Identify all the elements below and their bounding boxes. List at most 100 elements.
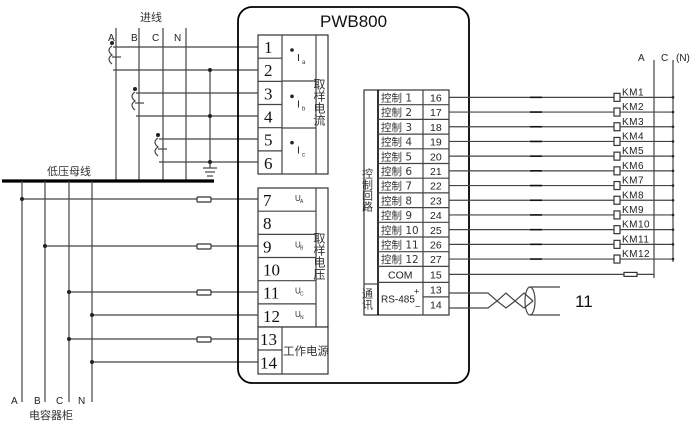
control-terminal-25: 25 — [430, 225, 442, 237]
control-supply-lines: A C (N) — [638, 53, 690, 278]
voltage-channel-symbol: U — [295, 240, 301, 249]
com-fuse-icon — [623, 271, 638, 277]
control-terminal-15: 15 — [430, 269, 442, 281]
current-channel-symbol: I — [297, 98, 300, 110]
contactor-label-KM6: KM6 — [622, 161, 644, 172]
junction-dot — [671, 184, 675, 187]
contactor-label-KM9: KM9 — [622, 205, 644, 216]
contactor-coil-icon — [613, 107, 621, 117]
cap-phase-c: C — [56, 396, 63, 407]
rs485-label: RS-485 — [381, 294, 415, 305]
terminal-14: 14 — [260, 354, 278, 373]
capacitor-cabinet-label: 电容器柜 — [29, 408, 73, 422]
polarity-dot — [290, 94, 294, 99]
contactor-coil-icon — [613, 92, 621, 102]
control-terminal-19: 19 — [430, 137, 442, 149]
power-supply-block: 工作电源 — [257, 326, 329, 375]
junction-dot — [671, 169, 675, 173]
device-enclosure — [237, 6, 470, 384]
junction-dot — [671, 125, 675, 129]
polarity-dot — [290, 140, 294, 145]
junction-dot — [671, 198, 675, 202]
terminal-5: 5 — [264, 131, 273, 150]
terminal-1: 1 — [264, 38, 273, 57]
incoming-phase-a: A — [108, 33, 115, 44]
terminal-3: 3 — [264, 84, 273, 103]
contactor-coil-icon — [613, 151, 621, 161]
contactor-label-KM5: KM5 — [622, 146, 644, 157]
contactor-coil-icon — [613, 180, 621, 191]
contactor-label-KM10: KM10 — [622, 220, 650, 231]
incoming-phase-c: C — [152, 33, 159, 44]
incoming-phase-b: B — [131, 33, 138, 44]
junction-dot — [671, 213, 675, 217]
current-channel-sub: b — [302, 106, 306, 112]
polarity-dot — [290, 48, 294, 52]
cap-phase-a: A — [11, 396, 18, 407]
junction-dot — [671, 110, 675, 114]
current-channel-symbol: I — [297, 52, 300, 64]
fuse-icons — [196, 196, 212, 343]
junction-dot — [671, 243, 675, 246]
control-row-name: 控制 5 — [381, 150, 412, 163]
cable-label: 11 — [575, 292, 593, 311]
terminal-7: 7 — [263, 191, 272, 210]
control-row-name: 控制 6 — [381, 165, 412, 178]
contactor-coil-icon — [613, 225, 621, 235]
communication-label: 通讯 — [361, 288, 374, 311]
contactor-label-KM7: KM7 — [622, 176, 644, 187]
contactor-label-KM8: KM8 — [622, 190, 644, 201]
current-sampling-label: 取样电流 — [312, 78, 326, 126]
comm-terminal-13: 13 — [430, 284, 442, 296]
contactor-label-KM2: KM2 — [622, 102, 644, 113]
contactor-coil-icon — [613, 254, 621, 264]
contactor-coil-icon — [613, 166, 621, 176]
control-terminal-26: 26 — [430, 240, 442, 252]
incoming-phase-lines — [115, 28, 187, 182]
contactor-label-KM12: KM12 — [622, 249, 650, 260]
capacitor-phase-labels: A B C N — [11, 396, 85, 407]
control-terminal-17: 17 — [430, 107, 442, 119]
terminal-9: 9 — [263, 237, 272, 256]
voltage-channel-sub: B — [300, 245, 304, 251]
contactor-label-KM3: KM3 — [622, 117, 644, 128]
control-row-name: 控制 12 — [381, 253, 419, 266]
cap-phase-n: N — [78, 396, 85, 407]
rs485-cable: 11 — [449, 286, 593, 316]
voltage-channel-sub: C — [300, 292, 304, 298]
control-phase-a: A — [638, 53, 645, 64]
control-row-name: 控制 1 — [381, 92, 412, 105]
terminal-10: 10 — [263, 261, 280, 280]
current-transformer-c — [154, 133, 167, 157]
voltage-sampling-wires — [20, 197, 258, 364]
rs485-minus: − — [415, 301, 420, 311]
incoming-phase-labels: A B C N — [108, 33, 181, 44]
control-terminal-27: 27 — [430, 254, 442, 266]
control-row-name: 控制 7 — [381, 180, 412, 193]
contactor-coil-icon — [613, 195, 621, 205]
contactor-label-KM1: KM1 — [622, 87, 644, 98]
junction-dot — [671, 257, 675, 261]
terminal-6: 6 — [264, 154, 273, 173]
control-row-name: 控制 8 — [381, 194, 412, 207]
current-transformer-b — [131, 87, 144, 111]
terminal-2: 2 — [264, 61, 273, 80]
contactor-coil-icon — [613, 210, 621, 220]
com-label: COM — [388, 269, 413, 281]
junction-dot — [671, 96, 675, 99]
contactor-label-KM4: KM4 — [622, 131, 644, 142]
control-row-name: 控制 11 — [381, 239, 419, 252]
control-terminal-16: 16 — [430, 93, 442, 105]
control-row-name: 控制 10 — [381, 224, 419, 237]
device-title: PWB800 — [320, 12, 387, 31]
terminal-13: 13 — [260, 330, 277, 349]
incoming-label: 进线 — [140, 10, 162, 24]
control-row-name: 控制 3 — [381, 121, 412, 134]
voltage-sampling-label: 取样电压 — [312, 232, 326, 280]
control-row-name: 控制 2 — [381, 106, 412, 119]
voltage-channel-symbol: U — [295, 310, 301, 319]
control-phase-n: (N) — [676, 53, 690, 64]
control-terminal-21: 21 — [430, 166, 442, 178]
cap-phase-b: B — [34, 396, 41, 407]
